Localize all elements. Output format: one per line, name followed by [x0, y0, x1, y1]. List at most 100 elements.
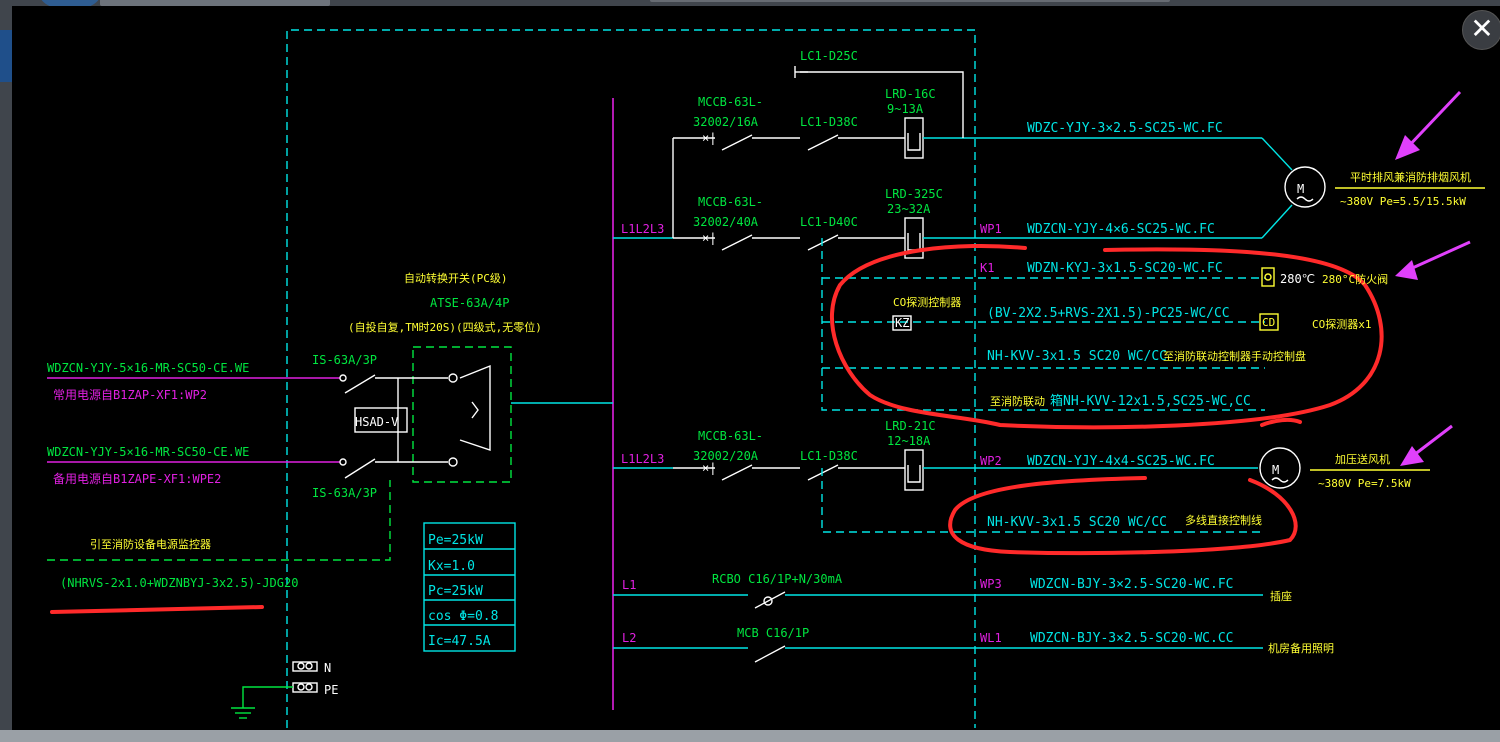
label-mccb2: MCCB-63L- [698, 195, 763, 209]
feeder2-source: 备用电源自B1ZAPE-XF1:WPE2 [53, 472, 221, 486]
cable-circuit-1: WDZC-YJY-3×2.5-SC25-WC.FC [1027, 121, 1223, 136]
svg-text:×|: ×| [702, 461, 716, 475]
label-mccb3-rating: 32002/20A [693, 449, 759, 463]
label-mcb: MCB C16/1P [737, 626, 809, 640]
svg-text:×|: ×| [702, 231, 716, 245]
pe-terminal [292, 682, 318, 693]
annotation-arrow-1 [1395, 90, 1462, 160]
label-is1: IS-63A/3P [312, 353, 377, 367]
label-l1: L1 [622, 578, 636, 592]
cable-wl1: WDZCN-BJY-3×2.5-SC20-WC.CC [1030, 631, 1234, 646]
ats-model: ATSE-63A/4P [430, 296, 509, 310]
label-lrd325-range: 23~32A [887, 202, 931, 216]
image-viewer: .cy { stroke:#00e5e5; fill:none; stroke-… [12, 6, 1500, 730]
fan2-name: 加压送风机 [1335, 452, 1390, 466]
svg-text:M: M [1297, 182, 1304, 196]
wiring-diagram: .cy { stroke:#00e5e5; fill:none; stroke-… [47, 29, 1485, 728]
note-nh1: 至消防联动控制器手动控制盘 [1163, 349, 1306, 363]
label-wp3: WP3 [980, 577, 1002, 591]
label-mccb3: MCCB-63L- [698, 429, 763, 443]
fire-link-line [47, 480, 391, 561]
load-wp3: 插座 [1270, 589, 1292, 603]
left-nav-band [0, 30, 12, 82]
kz-box [892, 315, 912, 331]
label-phase-b: L1L2L3 [621, 452, 664, 466]
cable-wp2: WDZCN-YJY-4x4-SC25-WC.FC [1027, 454, 1215, 469]
label-lrd325: LRD-325C [885, 187, 943, 201]
control-loop-1 [800, 71, 964, 138]
calc-cos: cos Φ=0.8 [428, 609, 498, 624]
close-icon: ✕ [1470, 12, 1494, 45]
fan2-motor-symbol [1259, 447, 1301, 489]
svg-text:KZ: KZ [895, 316, 909, 330]
svg-text:M: M [1272, 463, 1279, 477]
cable-wp1: WDZCN-YJY-4×6-SC25-WC.FC [1027, 222, 1215, 237]
label-pe: PE [324, 683, 338, 697]
label-lrd21: LRD-21C [885, 419, 936, 433]
label-mccb2-rating: 32002/40A [693, 215, 759, 229]
fire-link-cable: (NHRVS-2x1.0+WDZNBYJ-3x2.5)-JDG20 [60, 576, 298, 590]
calc-pc: Pc=25kW [428, 584, 483, 599]
label-lc1-d25c: LC1-D25C [800, 49, 858, 63]
site-header-text [100, 0, 330, 6]
label-contactor3: LC1-D38C [800, 449, 858, 463]
label-hsad: HSAD-V [355, 415, 398, 429]
label-n: N [324, 661, 331, 675]
fan2-rating: ~380V Pe=7.5kW [1318, 477, 1411, 490]
label-lrd21-range: 12~18A [887, 434, 931, 448]
feeder1-source: 常用电源自B1ZAP-XF1:WP2 [53, 388, 207, 402]
temp-sensor-box [1261, 267, 1275, 287]
ground-wire [242, 686, 293, 708]
cabinet-outline [286, 29, 976, 728]
calc-pe: Pe=25kW [428, 533, 483, 548]
page-bottom-strip [0, 730, 1500, 742]
cable-co: (BV-2X2.5+RVS-2X1.5)-PC25-WC/CC [987, 306, 1230, 321]
label-is2: IS-63A/3P [312, 486, 377, 500]
fan1-rating: ~380V Pe=5.5/15.5kW [1340, 195, 1466, 208]
site-nav-text [650, 0, 1170, 2]
annotation-arrow-3 [1400, 424, 1453, 466]
ats-title: 自动转换开关(PC级) [404, 271, 508, 285]
cable-wp3: WDZCN-BJY-3×2.5-SC20-WC.FC [1030, 577, 1234, 592]
ats-note: (自投自复,TM时20S)(四级式,无零位) [348, 320, 542, 334]
label-lrd16-range: 9~13A [887, 102, 924, 116]
calc-kx: Kx=1.0 [428, 559, 475, 574]
label-rcbo: RCBO C16/1P+N/30mA [712, 572, 843, 586]
cable-nh2: 箱NH-KVV-12x1.5,SC25-WC,CC [1050, 393, 1251, 409]
label-contactor2: LC1-D40C [800, 215, 858, 229]
cable-nh3: NH-KVV-3x1.5 SC20 WC/CC [987, 515, 1167, 530]
site-logo [40, 0, 100, 10]
load-wl1: 机房备用照明 [1268, 641, 1334, 655]
label-280c: 280℃ [1280, 272, 1315, 286]
control-dashed-box [821, 238, 1265, 411]
annotation-circle-1 [830, 243, 1384, 430]
svg-text:×|: ×| [702, 131, 716, 145]
cable-nh1: NH-KVV-3x1.5 SC20 WC/CC [987, 349, 1167, 364]
annotation-circle-2 [948, 476, 1298, 556]
label-wl1: WL1 [980, 631, 1002, 645]
svg-text:CD: CD [1262, 316, 1275, 329]
close-button[interactable]: ✕ [1462, 10, 1500, 50]
calc-ic: Ic=47.5A [428, 634, 491, 649]
cable-k1: WDZN-KYJ-3x1.5-SC20-WC.FC [1027, 261, 1223, 276]
contactor1-contact [807, 134, 839, 151]
label-mccb1: MCCB-63L- [698, 95, 763, 109]
label-k1: K1 [980, 261, 994, 275]
valve-name: 280°C防火阀 [1322, 272, 1388, 286]
label-phase-a: L1L2L3 [621, 222, 664, 236]
label-co-controller: CO探测控制器 [893, 295, 961, 309]
label-lrd16: LRD-16C [885, 87, 936, 101]
note-nh3: 多线直接控制线 [1185, 513, 1262, 527]
annotation-underline [50, 605, 264, 614]
note-nh2: 至消防联动 [990, 394, 1045, 408]
fan1-name: 平时排风兼消防排烟风机 [1350, 170, 1471, 184]
fan1-motor-symbol [1284, 166, 1326, 208]
n-terminal [292, 661, 318, 672]
feeder2-cable: WDZCN-YJY-5×16-MR-SC50-CE.WE [47, 445, 249, 459]
label-contactor1: LC1-D38C [800, 115, 858, 129]
annotation-arrow-2 [1395, 240, 1471, 280]
calc-table [423, 522, 516, 652]
label-l2: L2 [622, 631, 636, 645]
overload-relay-3 [904, 449, 924, 491]
mccb1-contact [721, 134, 753, 151]
